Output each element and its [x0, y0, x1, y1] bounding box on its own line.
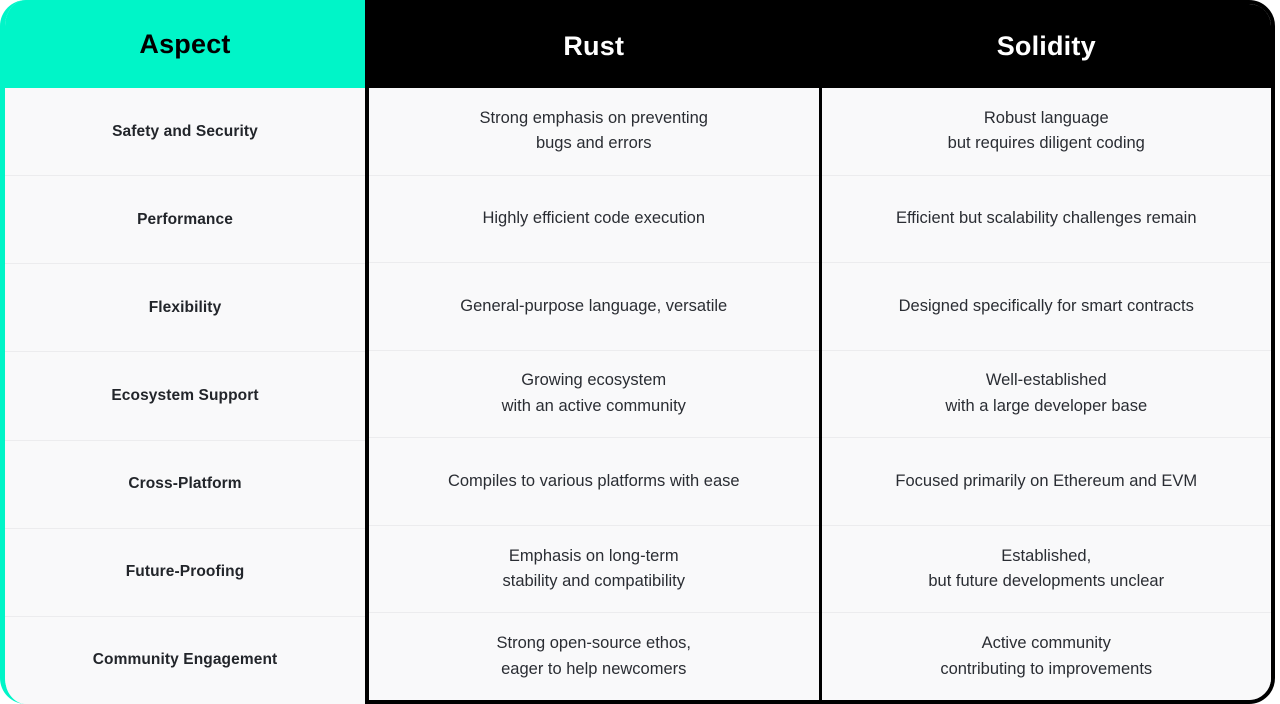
aspect-label: Cross-Platform [128, 475, 242, 493]
column-header-aspect: Aspect [5, 0, 365, 88]
table-cell: Active community contributing to improve… [821, 612, 1271, 700]
solidity-value: Focused primarily on Ethereum and EVM [895, 471, 1198, 490]
table-cell: Focused primarily on Ethereum and EVM [821, 437, 1271, 525]
column-header-rust: Rust [369, 4, 819, 88]
table-row: Future-Proofing [5, 527, 365, 616]
solidity-value: Efficient but scalability challenges rem… [895, 209, 1197, 228]
rust-value: Strong emphasis on preventing bugs and e… [479, 108, 708, 153]
table-row: Cross-Platform [5, 439, 365, 528]
table-cell: Emphasis on long-term stability and comp… [369, 524, 819, 613]
column-header-solidity: Solidity [821, 4, 1271, 88]
table-cell: Growing ecosystem with an active communi… [369, 349, 819, 438]
aspect-label: Ecosystem Support [111, 386, 259, 404]
table-row: Flexibility [5, 263, 365, 352]
table-cell: Efficient but scalability challenges rem… [821, 174, 1271, 263]
solidity-value: Well-established with a large developer … [945, 371, 1148, 416]
rust-column-body: Strong emphasis on preventing bugs and e… [369, 88, 819, 700]
aspect-label: Safety and Security [112, 122, 258, 140]
rust-value: Emphasis on long-term stability and comp… [502, 546, 686, 591]
solidity-column: Solidity Robust language but requires di… [821, 4, 1271, 700]
table-cell: Compiles to various platforms with ease [369, 437, 819, 525]
rust-value: Highly efficient code execution [482, 209, 706, 228]
table-row: Community Engagement [5, 615, 365, 704]
solidity-column-body: Robust language but requires diligent co… [821, 88, 1271, 700]
table-cell: Robust language but requires diligent co… [821, 88, 1271, 175]
comparison-columns-group: Rust Strong emphasis on preventing bugs … [365, 0, 1275, 704]
aspect-column: Aspect Safety and Security Performance F… [0, 0, 365, 704]
rust-value: Compiles to various platforms with ease [447, 471, 740, 490]
rust-column: Rust Strong emphasis on preventing bugs … [369, 4, 822, 700]
table-cell: Established, but future developments unc… [821, 524, 1271, 613]
solidity-value: Active community contributing to improve… [940, 634, 1153, 678]
aspect-label: Flexibility [148, 298, 222, 316]
aspect-label: Community Engagement [92, 651, 278, 669]
column-header-rust-label: Rust [563, 30, 625, 61]
table-cell: Strong emphasis on preventing bugs and e… [369, 88, 819, 175]
table-row: Performance [5, 175, 365, 264]
aspect-column-body: Safety and Security Performance Flexibil… [5, 88, 365, 704]
column-header-solidity-label: Solidity [996, 30, 1096, 61]
solidity-value: Designed specifically for smart contract… [898, 296, 1194, 315]
aspect-label: Performance [137, 210, 233, 228]
table-cell: Strong open-source ethos, eager to help … [369, 612, 819, 700]
solidity-value: Established, but future developments unc… [928, 546, 1165, 591]
rust-value: Growing ecosystem with an active communi… [501, 371, 686, 416]
column-header-aspect-label: Aspect [139, 28, 231, 59]
table-row: Safety and Security [5, 88, 365, 176]
rust-value: Strong open-source ethos, eager to help … [496, 634, 691, 678]
table-row: Ecosystem Support [5, 351, 365, 440]
table-cell: General-purpose language, versatile [369, 262, 819, 350]
rust-value: General-purpose language, versatile [460, 296, 728, 315]
solidity-value: Robust language but requires diligent co… [947, 108, 1145, 153]
table-cell: Highly efficient code execution [369, 174, 819, 263]
aspect-label: Future-Proofing [125, 563, 245, 581]
table-cell: Well-established with a large developer … [821, 349, 1271, 438]
table-cell: Designed specifically for smart contract… [821, 262, 1271, 350]
